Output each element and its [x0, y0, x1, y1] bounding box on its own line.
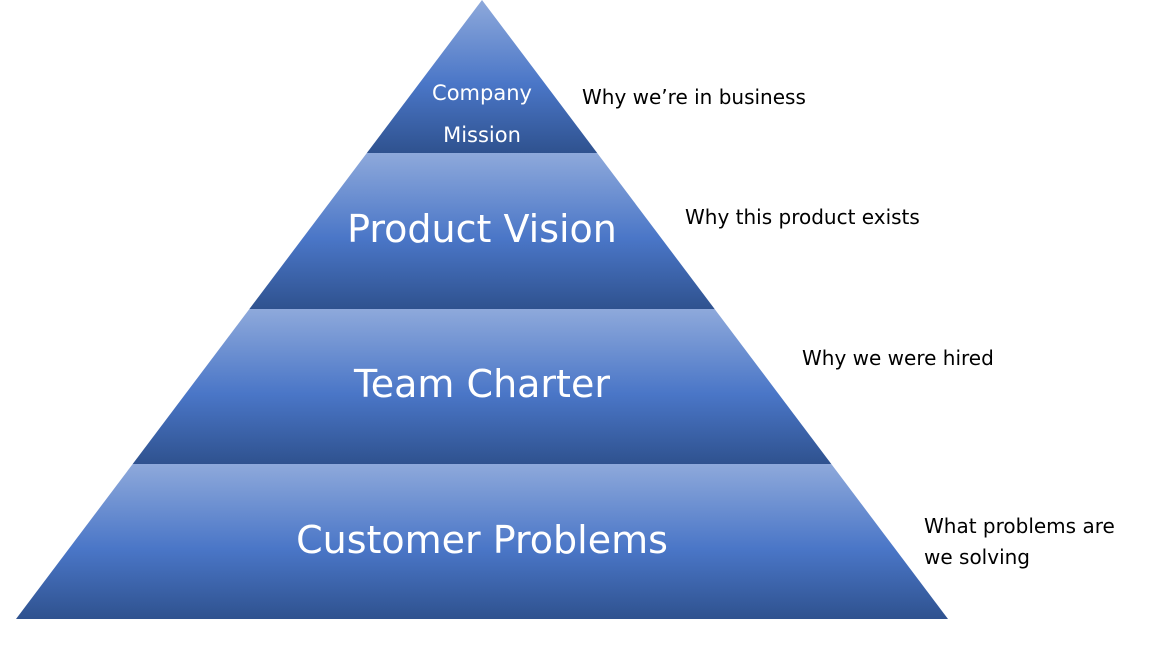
pyramid-layer-customer-problems: [16, 464, 948, 619]
layer-label-team-charter: Team Charter: [354, 362, 610, 406]
annotation-product-vision: Why this product exists: [685, 205, 920, 229]
annotation-team-charter: Why we were hired: [802, 346, 994, 370]
annotation-company-mission: Why we’re in business: [582, 85, 806, 109]
annotation-customer-problems: What problems are we solving: [924, 514, 1115, 569]
pyramid-layer-team-charter: [132, 309, 832, 464]
pyramid-layer-product-vision: [249, 153, 715, 309]
layer-label-company-mission: Company Mission: [432, 81, 532, 147]
layer-label-product-vision: Product Vision: [347, 207, 617, 251]
pyramid-layer-company-mission: [366, 0, 598, 153]
layer-label-customer-problems: Customer Problems: [296, 518, 668, 562]
